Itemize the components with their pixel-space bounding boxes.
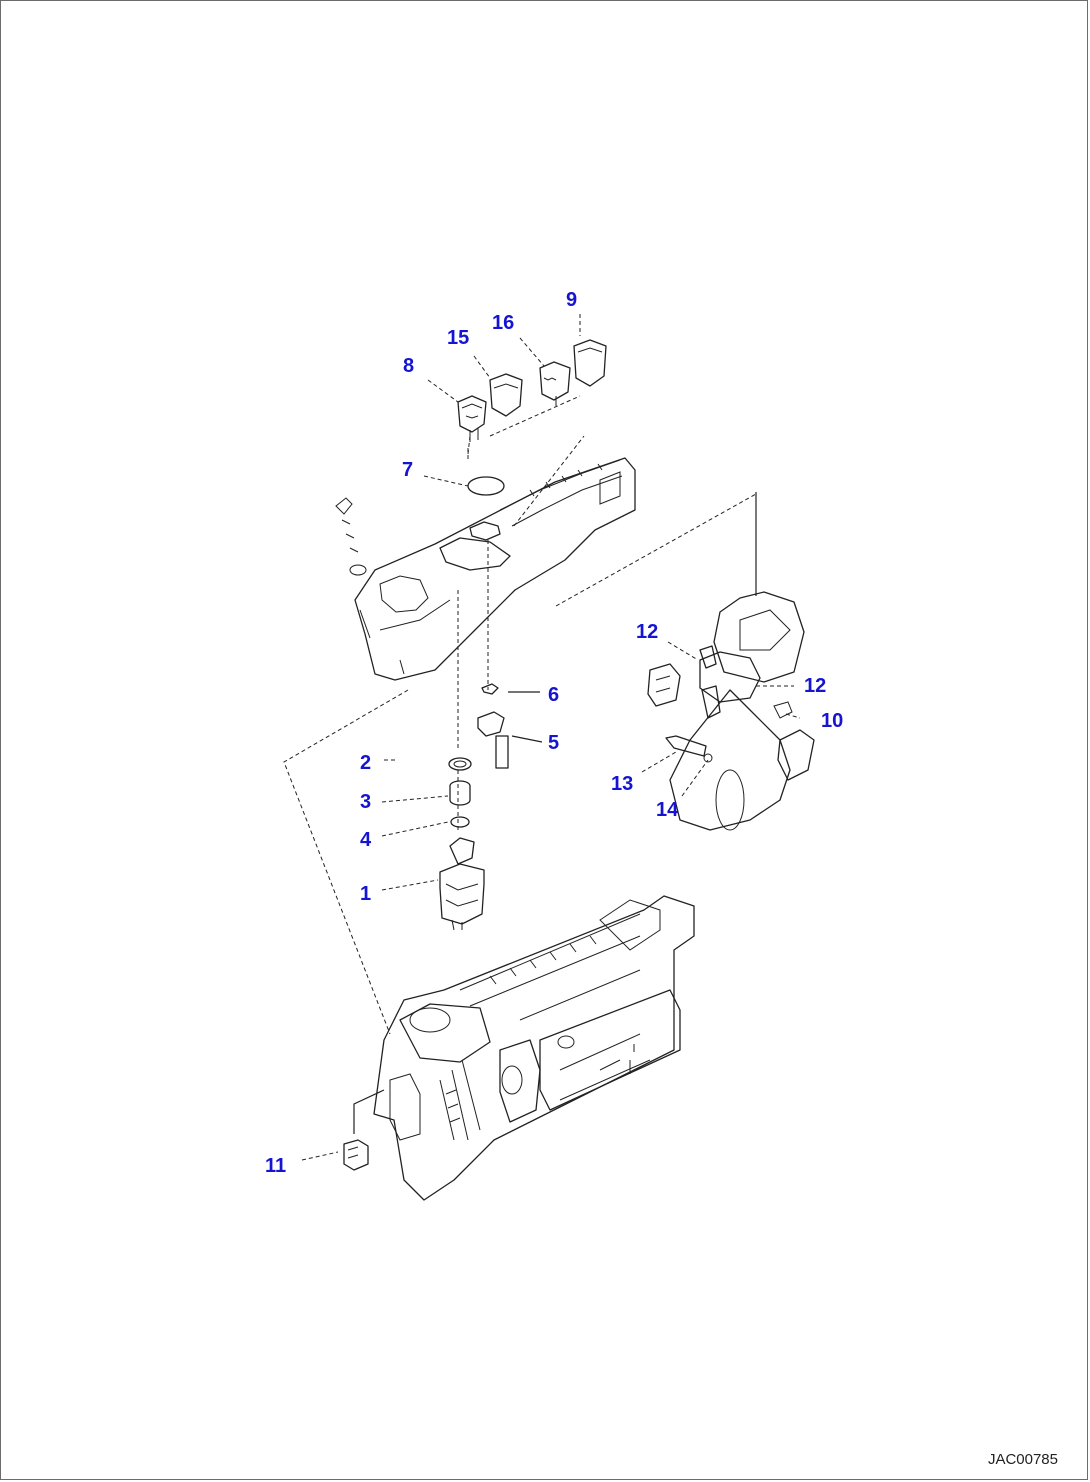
upper-console-housing [335,457,636,681]
part-1-switch-body [439,837,485,931]
switch-cap-16 [539,361,571,406]
lower-console [373,895,695,1201]
callout-12-right: 12 [804,675,826,697]
callout-14: 14 [656,799,679,821]
callout-6: 6 [548,684,559,706]
drawing-code: JAC00785 [987,1451,1058,1468]
callout-12-left: 12 [636,621,658,643]
switch-cap-8 [457,395,487,442]
callout-3: 3 [360,791,371,813]
callout-13: 13 [611,773,633,795]
pedal-assembly [647,591,815,831]
callout-10: 10 [821,710,843,732]
part-2-ring [448,757,472,771]
callout-11: 11 [265,1155,286,1177]
callout-15: 15 [447,327,469,349]
part-11-switch [343,1139,369,1171]
callout-16: 16 [492,312,514,334]
callout-2: 2 [360,752,371,774]
callout-8: 8 [403,355,414,377]
part-6-washer [481,683,499,695]
switch-cap-15 [489,373,523,417]
callout-4: 4 [360,829,372,851]
callout-7: 7 [402,459,413,481]
callout-9: 9 [566,289,577,311]
part-5-clip [477,711,509,769]
callout-1: 1 [360,883,371,905]
part-4-oring [450,816,470,828]
switch-cap-9 [573,339,607,387]
callout-5: 5 [548,732,559,754]
part-3-bushing [449,780,471,806]
